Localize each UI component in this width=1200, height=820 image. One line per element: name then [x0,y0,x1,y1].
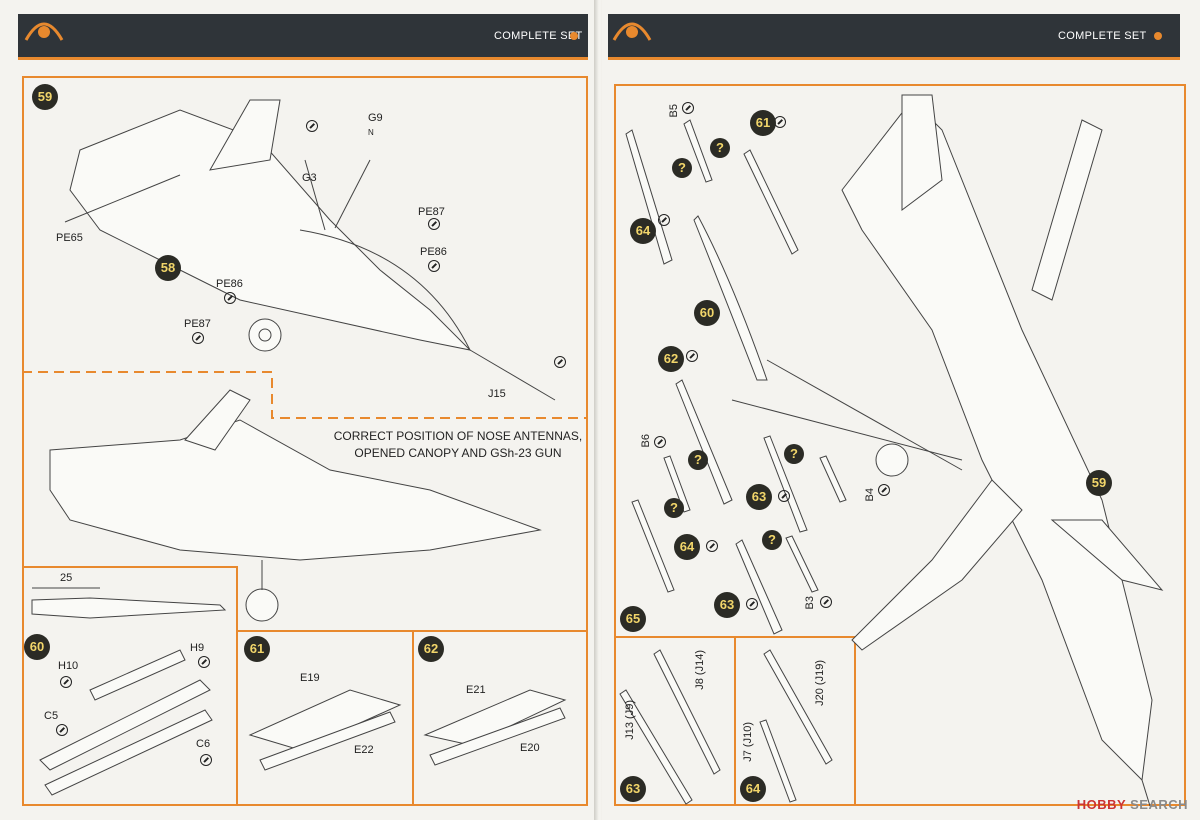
question-icon: ? [762,530,782,550]
step-61-badge: 61 [750,110,776,136]
hobby-search-watermark: HOBBY SEARCH [1077,797,1188,812]
right-page: COMPLETE SET B5 B6 B4 B3 [602,0,1200,820]
part-h9: H9 [190,642,205,654]
part-e20: E20 [520,742,540,754]
right-header: COMPLETE SET [608,14,1180,60]
part-j7: J7 (J10) [742,722,754,762]
step-59-badge: 59 [1086,470,1112,496]
left-illustrations [22,99,588,796]
watermark-rest: SEARCH [1125,797,1188,812]
step-58-badge: 58 [155,255,181,281]
dimension-25: 25 [60,572,73,584]
step-59-badge: 59 [32,84,58,110]
sprue-f-icon [706,540,718,552]
detail-frame-65b [734,636,856,806]
step-63-badge: 63 [746,484,772,510]
step-62-badge: 62 [418,636,444,662]
sprue-c-icon [554,356,566,368]
sprue-c-icon [306,120,318,132]
step-61-badge: 61 [244,636,270,662]
step-65-badge: 65 [620,606,646,632]
step-63-badge: 63 [620,776,646,802]
part-b5: B5 [668,104,680,118]
sprue-c-icon [192,332,204,344]
sprue-f-icon [878,484,890,496]
sprue-c-icon [428,260,440,272]
part-pe65: PE65 [56,232,83,244]
header-dot-icon [1154,32,1162,40]
left-header-title: COMPLETE SET [494,30,583,42]
sprue-f-icon [658,214,670,226]
sprue-c-icon [200,754,212,766]
detail-frame-tank [22,566,238,632]
step-64-badge: 64 [740,776,766,802]
watermark-brand: HOBBY [1076,797,1126,812]
right-header-title: COMPLETE SET [1058,30,1147,42]
part-g9-code: N [368,128,374,137]
left-page: COMPLETE SET 59 58 60 61 62 [0,0,598,820]
left-header: COMPLETE SET [18,14,588,60]
step-62-badge: 62 [658,346,684,372]
canopy-note-line2: OPENED CANOPY AND GSh-23 GUN [354,446,562,460]
part-pe86-bottom: PE86 [216,278,243,290]
part-g9: G9 [368,112,383,124]
step-64-badge: 64 [674,534,700,560]
part-e19: E19 [300,672,320,684]
part-c6: C6 [196,738,211,750]
part-g3: G3 [302,172,317,184]
part-c5: C5 [44,710,59,722]
sprue-f-icon [60,676,72,688]
sprue-f-icon [820,596,832,608]
step-64-badge: 64 [630,218,656,244]
right-main-frame [614,84,1186,806]
part-b6: B6 [640,434,652,448]
part-h10: H10 [58,660,79,672]
step-60-badge: 60 [24,634,50,660]
sprue-f-icon [746,598,758,610]
question-icon: ? [672,158,692,178]
part-j13: J13 (J9) [624,700,636,740]
canopy-note-line1: CORRECT POSITION OF NOSE ANTENNAS, [333,429,583,443]
sprue-c-icon [428,218,440,230]
part-j15: J15 [488,388,506,400]
question-icon: ? [688,450,708,470]
step-63-badge: 63 [714,592,740,618]
sprue-f-icon [654,436,666,448]
part-pe87-bottom: PE87 [184,318,211,330]
right-illustrations [619,94,1164,807]
part-pe86-top: PE86 [420,246,447,258]
sprue-f-icon [198,656,210,668]
question-icon: ? [664,498,684,518]
step-60-badge: 60 [694,300,720,326]
question-icon: ? [710,138,730,158]
part-pe87-top: PE87 [418,206,445,218]
sprue-f-icon [682,102,694,114]
part-e22: E22 [354,744,374,756]
clear-prop-logo [612,22,652,41]
part-j20: J20 (J19) [814,660,826,706]
clear-prop-logo [24,22,64,41]
detail-frame-62 [412,630,588,806]
question-icon: ? [784,444,804,464]
part-b3: B3 [804,596,816,610]
part-b4: B4 [864,488,876,502]
canopy-note: CORRECT POSITION OF NOSE ANTENNAS, OPENE… [330,428,586,462]
header-dot-icon [570,32,578,40]
part-j8: J8 (J14) [694,650,706,690]
sprue-f-icon [778,490,790,502]
sprue-c-icon [224,292,236,304]
sprue-f-icon [686,350,698,362]
sprue-c-icon [56,724,68,736]
part-e21: E21 [466,684,486,696]
